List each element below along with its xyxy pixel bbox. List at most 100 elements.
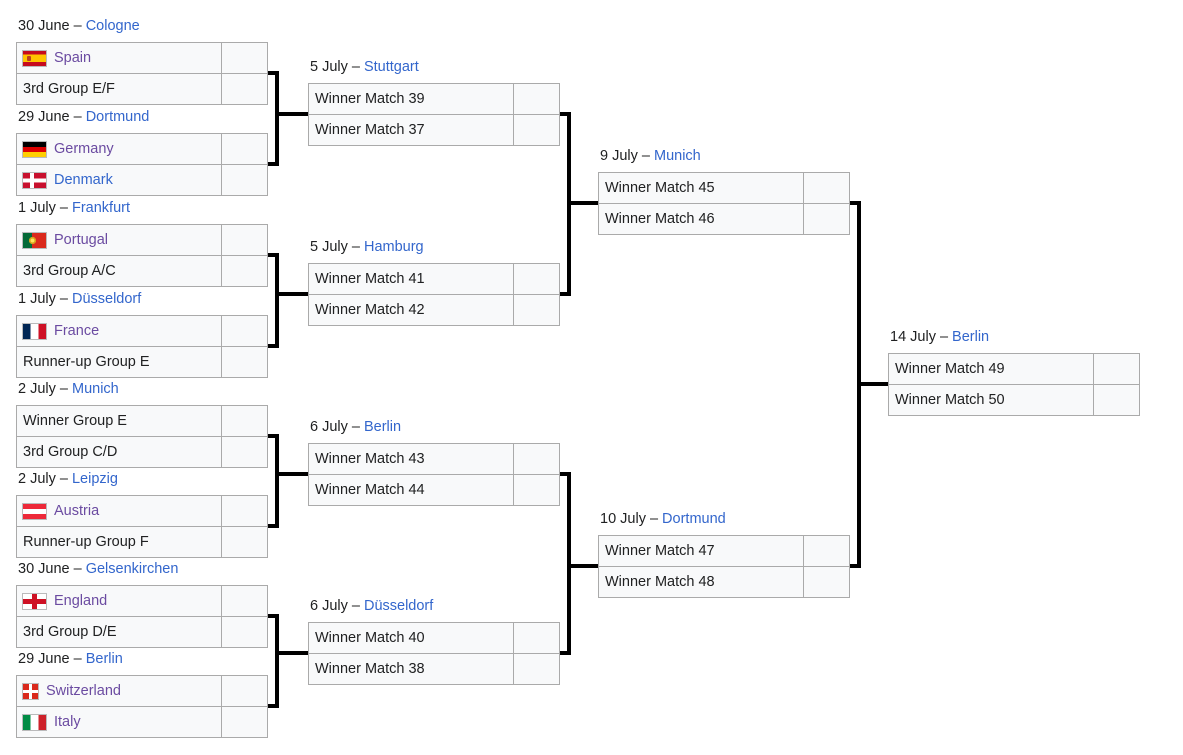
placeholder-label: 3rd Group A/C bbox=[23, 263, 116, 279]
team-cell: Winner Match 41 bbox=[309, 264, 513, 294]
match-slot: Winner Match 48 bbox=[599, 566, 849, 597]
city-link[interactable]: Berlin bbox=[952, 329, 990, 345]
placeholder-label: 3rd Group E/F bbox=[23, 81, 115, 97]
match-r16-2: 29 June –Dortmund Germany Denmark bbox=[16, 108, 268, 196]
city-link[interactable]: Hamburg bbox=[363, 239, 424, 255]
match-date: 1 July –Düsseldorf bbox=[16, 290, 268, 315]
match-r16-7: 30 June –Gelsenkirchen England 3rd Group… bbox=[16, 560, 268, 648]
score-cell bbox=[221, 225, 267, 255]
placeholder-label: Winner Match 47 bbox=[605, 543, 715, 559]
city-link[interactable]: Düsseldorf bbox=[71, 291, 142, 307]
score-cell bbox=[513, 654, 559, 684]
team-cell: Winner Match 40 bbox=[309, 623, 513, 653]
match-slot: 3rd Group C/D bbox=[17, 436, 267, 467]
match-box: Winner Match 41 Winner Match 42 bbox=[308, 263, 560, 326]
team-cell: Italy bbox=[17, 707, 221, 737]
bracket-connector-line bbox=[275, 71, 279, 166]
placeholder-label: Winner Match 46 bbox=[605, 211, 715, 227]
score-cell bbox=[221, 437, 267, 467]
match-qf-4: 6 July –Düsseldorf Winner Match 40 Winne… bbox=[308, 597, 560, 685]
match-qf-1: 5 July –Stuttgart Winner Match 39 Winner… bbox=[308, 58, 560, 146]
bracket-connector-line bbox=[275, 112, 308, 116]
city-link[interactable]: Berlin bbox=[363, 419, 402, 435]
match-slot: Winner Match 42 bbox=[309, 294, 559, 325]
score-cell bbox=[513, 115, 559, 145]
team-cell: Spain bbox=[17, 43, 221, 73]
match-date-text: 5 July – bbox=[310, 239, 360, 255]
city-link[interactable]: Munich bbox=[653, 148, 701, 164]
bracket-connector-line bbox=[268, 704, 279, 708]
match-r16-4: 1 July –Düsseldorf France Runner-up Grou… bbox=[16, 290, 268, 378]
team-link[interactable]: Italy bbox=[54, 714, 81, 730]
score-cell bbox=[221, 256, 267, 286]
match-date-text: 29 June – bbox=[18, 109, 82, 125]
match-box: Winner Group E 3rd Group C/D bbox=[16, 405, 268, 468]
placeholder-label: Runner-up Group F bbox=[23, 534, 149, 550]
match-date: 14 July –Berlin bbox=[888, 328, 1140, 353]
city-link[interactable]: Stuttgart bbox=[363, 59, 419, 75]
city-link[interactable]: Gelsenkirchen bbox=[85, 561, 179, 577]
match-date: 2 July –Leipzig bbox=[16, 470, 268, 495]
placeholder-label: Winner Match 43 bbox=[315, 451, 425, 467]
team-link[interactable]: Austria bbox=[54, 503, 100, 519]
team-cell: Portugal bbox=[17, 225, 221, 255]
match-final: 14 July –Berlin Winner Match 49 Winner M… bbox=[888, 328, 1140, 416]
city-link[interactable]: Cologne bbox=[85, 18, 140, 34]
score-cell bbox=[1093, 354, 1139, 384]
match-date: 30 June –Gelsenkirchen bbox=[16, 560, 268, 585]
team-link[interactable]: Switzerland bbox=[46, 683, 121, 699]
bracket-connector-line bbox=[268, 524, 279, 528]
city-link[interactable]: Düsseldorf bbox=[363, 598, 434, 614]
match-box: Winner Match 43 Winner Match 44 bbox=[308, 443, 560, 506]
match-slot: Winner Match 39 bbox=[309, 84, 559, 114]
team-cell: 3rd Group D/E bbox=[17, 617, 221, 647]
city-link[interactable]: Munich bbox=[71, 381, 119, 397]
team-link[interactable]: Denmark bbox=[54, 172, 113, 188]
score-cell bbox=[1093, 385, 1139, 415]
bracket-connector-line bbox=[268, 253, 279, 257]
team-link[interactable]: Spain bbox=[54, 50, 92, 66]
match-date-text: 29 June – bbox=[18, 651, 82, 667]
score-cell bbox=[221, 707, 267, 737]
match-date: 1 July –Frankfurt bbox=[16, 199, 268, 224]
city-link[interactable]: Frankfurt bbox=[71, 200, 130, 216]
match-date-text: 6 July – bbox=[310, 598, 360, 614]
team-cell: Switzerland bbox=[17, 676, 221, 706]
team-link[interactable]: Germany bbox=[54, 141, 114, 157]
match-slot: Winner Match 37 bbox=[309, 114, 559, 145]
team-cell: Denmark bbox=[17, 165, 221, 195]
match-date: 5 July –Stuttgart bbox=[308, 58, 560, 83]
score-cell bbox=[221, 586, 267, 616]
score-cell bbox=[513, 444, 559, 474]
city-link[interactable]: Leipzig bbox=[71, 471, 118, 487]
team-link[interactable]: Portugal bbox=[54, 232, 109, 248]
score-cell bbox=[513, 475, 559, 505]
city-link[interactable]: Berlin bbox=[85, 651, 123, 667]
team-cell: Austria bbox=[17, 496, 221, 526]
flag-france-icon bbox=[23, 323, 46, 339]
bracket-connector-line bbox=[275, 253, 279, 348]
score-cell bbox=[221, 165, 267, 195]
city-link[interactable]: Dortmund bbox=[662, 511, 726, 527]
match-slot: England bbox=[17, 586, 267, 616]
match-slot: Italy bbox=[17, 706, 267, 737]
team-link[interactable]: England bbox=[54, 593, 108, 609]
team-cell: France bbox=[17, 316, 221, 346]
score-cell bbox=[513, 84, 559, 114]
match-r16-6: 2 July –Leipzig Austria Runner-up Group … bbox=[16, 470, 268, 558]
placeholder-label: Winner Match 45 bbox=[605, 180, 715, 196]
flag-germany-icon bbox=[23, 141, 46, 157]
team-cell: Runner-up Group F bbox=[17, 527, 221, 557]
team-cell: Winner Match 45 bbox=[599, 173, 803, 203]
match-slot: Winner Group E bbox=[17, 406, 267, 436]
team-cell: Winner Match 42 bbox=[309, 295, 513, 325]
team-cell: 3rd Group C/D bbox=[17, 437, 221, 467]
placeholder-label: Winner Match 40 bbox=[315, 630, 425, 646]
bracket-connector-line bbox=[567, 472, 571, 655]
match-box: Portugal 3rd Group A/C bbox=[16, 224, 268, 287]
score-cell bbox=[221, 74, 267, 104]
placeholder-label: Winner Match 50 bbox=[895, 392, 1005, 408]
team-link[interactable]: France bbox=[54, 323, 100, 339]
city-link[interactable]: Dortmund bbox=[85, 109, 150, 125]
bracket-connector-line bbox=[560, 472, 571, 476]
